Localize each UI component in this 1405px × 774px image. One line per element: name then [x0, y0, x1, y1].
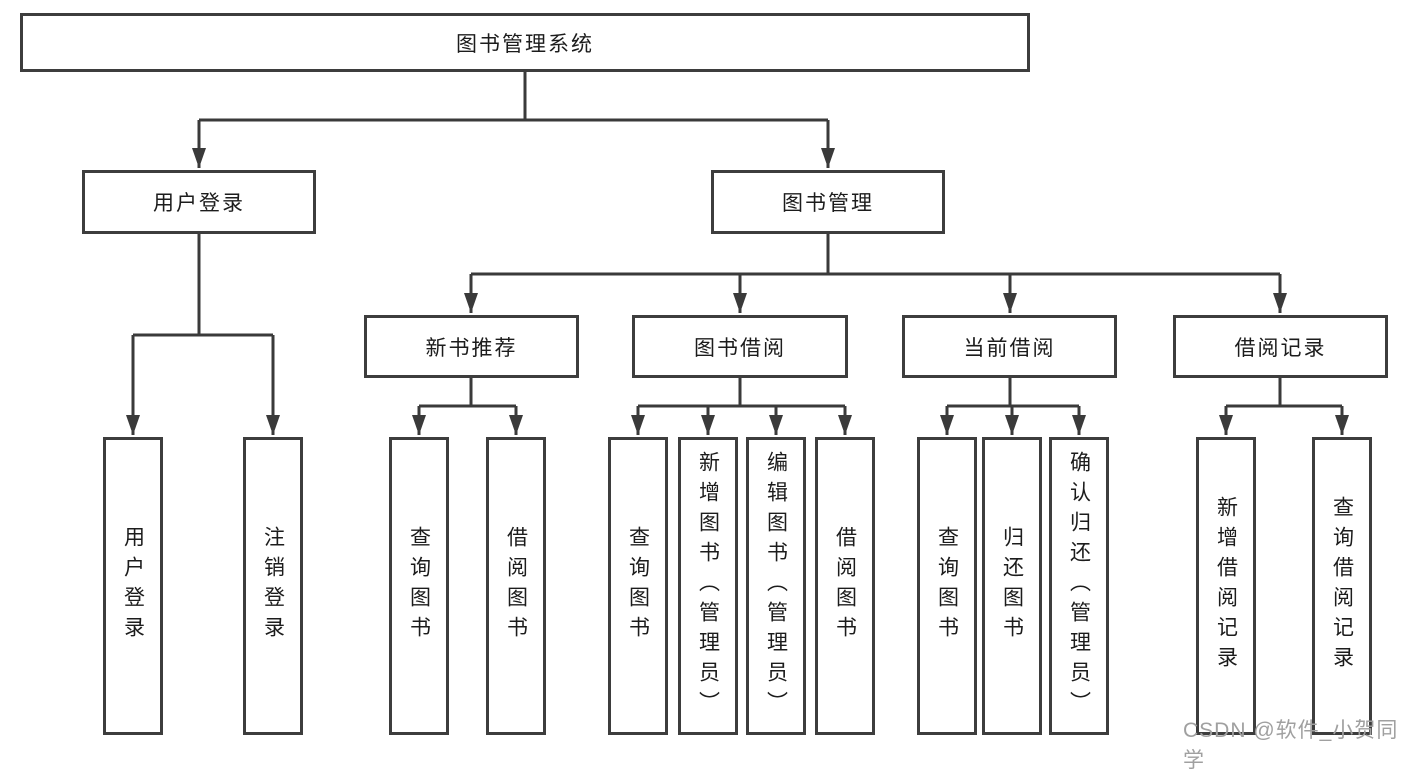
leaf-query-books-3-label: 查询图书: [935, 526, 959, 646]
leaf-query-books-3: 查询图书: [917, 437, 977, 735]
leaf-confirm-return-admin-label: 确认归还（管理员）: [1067, 451, 1091, 721]
leaf-query-books-2: 查询图书: [608, 437, 668, 735]
leaf-add-book-admin: 新增图书（管理员）: [678, 437, 738, 735]
leaf-query-books-2-label: 查询图书: [626, 526, 650, 646]
leaf-return-book-label: 归还图书: [1000, 526, 1024, 646]
node-new-book-recommend-label: 新书推荐: [425, 336, 518, 360]
node-root-label: 图书管理系统: [456, 32, 594, 56]
leaf-query-books-1-label: 查询图书: [407, 526, 431, 646]
node-root: 图书管理系统: [20, 13, 1030, 72]
leaf-borrow-books-2: 借阅图书: [815, 437, 875, 735]
node-new-book-recommend: 新书推荐: [364, 315, 579, 378]
diagram-canvas: 图书管理系统 用户登录 图书管理 新书推荐 图书借阅 当前借阅 借阅记录 用户登…: [20, 13, 1397, 772]
csdn-watermark: CSDN @软件_小贺同学: [1183, 719, 1399, 772]
leaf-borrow-books-2-label: 借阅图书: [833, 526, 857, 646]
leaf-user-login-label: 用户登录: [121, 526, 145, 646]
node-current-borrowing-label: 当前借阅: [963, 336, 1056, 360]
connector-lines: [126, 72, 1349, 435]
node-user-login-branch-label: 用户登录: [153, 192, 245, 215]
node-current-borrowing: 当前借阅: [902, 315, 1117, 378]
leaf-logout-label: 注销登录: [261, 526, 285, 646]
leaf-add-borrow-record-label: 新增借阅记录: [1214, 496, 1238, 676]
node-user-login-branch: 用户登录: [82, 170, 316, 234]
node-borrowing-records: 借阅记录: [1173, 315, 1388, 378]
leaf-borrow-books-1-label: 借阅图书: [504, 526, 528, 646]
leaf-logout: 注销登录: [243, 437, 303, 735]
leaf-confirm-return-admin: 确认归还（管理员）: [1049, 437, 1109, 735]
leaf-query-borrow-record: 查询借阅记录: [1312, 437, 1372, 735]
leaf-edit-book-admin-label: 编辑图书（管理员）: [764, 451, 788, 721]
leaf-edit-book-admin: 编辑图书（管理员）: [746, 437, 806, 735]
node-book-management: 图书管理: [711, 170, 945, 234]
leaf-user-login: 用户登录: [103, 437, 163, 735]
node-book-borrowing-label: 图书借阅: [694, 336, 786, 360]
leaf-query-books-1: 查询图书: [389, 437, 449, 735]
leaf-query-borrow-record-label: 查询借阅记录: [1330, 496, 1354, 676]
leaf-borrow-books-1: 借阅图书: [486, 437, 546, 735]
node-book-borrowing: 图书借阅: [632, 315, 848, 378]
leaf-add-book-admin-label: 新增图书（管理员）: [696, 451, 720, 721]
leaf-add-borrow-record: 新增借阅记录: [1196, 437, 1256, 735]
node-book-management-label: 图书管理: [782, 192, 874, 215]
leaf-return-book: 归还图书: [982, 437, 1042, 735]
node-borrowing-records-label: 借阅记录: [1234, 336, 1327, 360]
